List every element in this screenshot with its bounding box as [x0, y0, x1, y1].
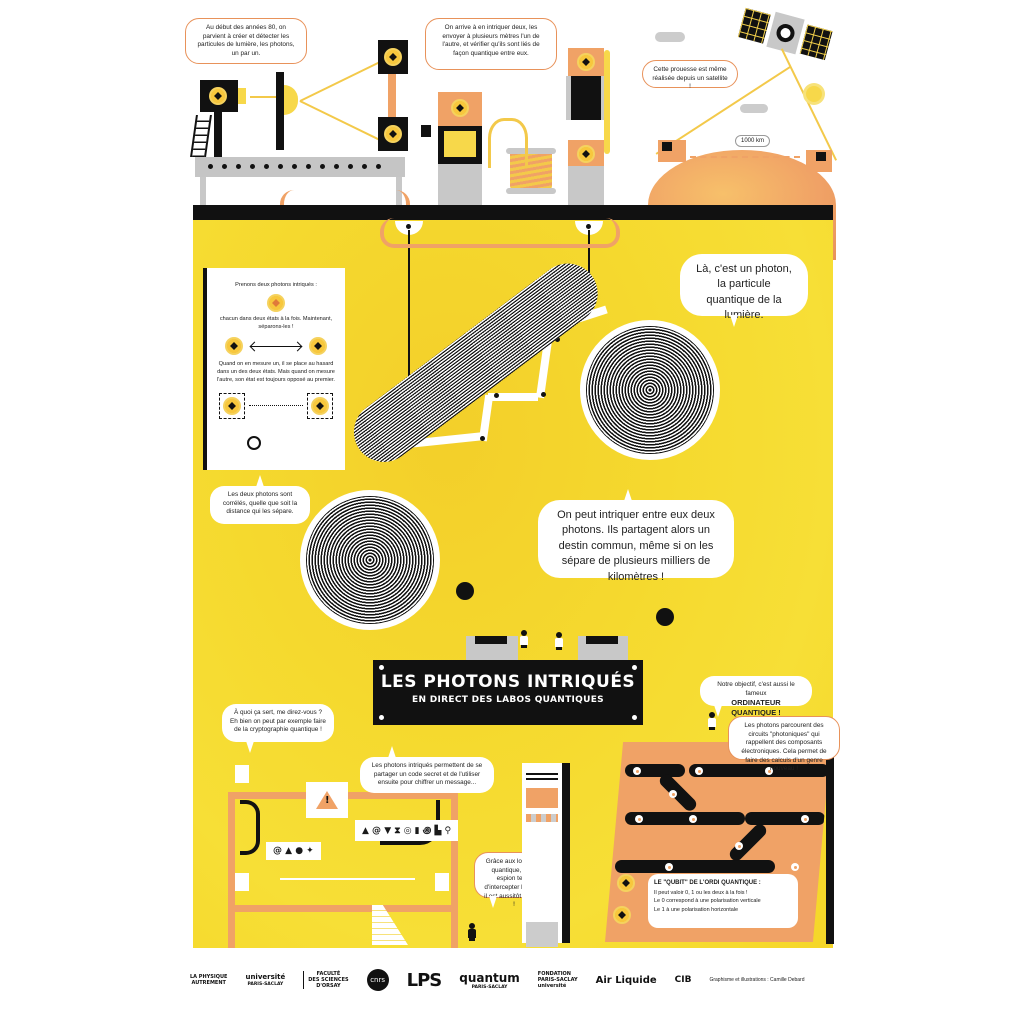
fiber-cable — [240, 800, 260, 855]
bubble-secret-code: Les photons intriqués permettent de se p… — [360, 746, 494, 793]
beam-splitter — [276, 72, 284, 150]
server-side-bar — [562, 763, 570, 943]
qubit-horizontal-icon — [613, 906, 631, 924]
computer-icon — [235, 873, 249, 891]
secret-code-long: ▲ @ ▼ ⧗ ◎ ▮ ꩜ ▙ ⚲ — [355, 820, 459, 841]
photon-dot — [695, 767, 703, 775]
bubble-entangle-two: On arrive à en intriquer deux, les envoy… — [425, 18, 557, 70]
photon-dot — [765, 767, 773, 775]
explainer-measure: Quand on en mesure un, il se place au ha… — [217, 361, 335, 384]
magnifier-icon — [247, 436, 261, 450]
photon-icon — [209, 87, 227, 105]
photon-diamond-icon — [309, 337, 327, 356]
photon-icon — [384, 125, 402, 143]
computer-icon — [435, 873, 449, 891]
scientist-figure — [520, 630, 528, 648]
computer-icon — [235, 765, 249, 783]
poster-subtitle: EN DIRECT DES LABOS QUANTIQUES — [412, 695, 604, 705]
qubit-card: LE "QUBIT" DE L'ORDI QUANTIQUE : Il peut… — [648, 874, 798, 928]
photon-dot — [633, 767, 641, 775]
optical-bench — [195, 157, 405, 177]
spy-warning-card: ! — [306, 782, 348, 818]
server-rack — [522, 763, 562, 947]
ladder-icon — [190, 115, 212, 157]
lab-floor-bar — [193, 205, 833, 221]
photon-dot — [635, 815, 643, 823]
spy-figure — [468, 923, 476, 941]
warning-icon: ! — [316, 791, 338, 809]
photon-link-line — [280, 878, 415, 880]
poster-title: LES PHOTONS INTRIQUÉS — [380, 672, 636, 692]
bubble-crypto-question: À quoi ça sert, me direz-vous ? Eh bien … — [222, 704, 334, 753]
circuit-side-bar — [826, 748, 834, 944]
scientist-figure — [555, 632, 563, 650]
measure-frame-up — [219, 392, 245, 419]
photon-dot — [791, 863, 799, 871]
photon-icon — [384, 48, 402, 66]
cloud-icon — [740, 104, 768, 113]
photon-icon — [577, 53, 595, 71]
explainer-intro: Prenons deux photons intriqués : — [235, 282, 317, 288]
bubble-correlated: Les deux photons sont corrélés, quelle q… — [210, 475, 310, 524]
bubble-quantum-goal: Notre objectif, c'est aussi le fameux OR… — [700, 676, 812, 717]
double-arrow-icon — [251, 345, 301, 347]
measure-frame-down — [307, 392, 333, 419]
antenna-dish-icon — [656, 608, 674, 626]
scientist-figure — [708, 712, 716, 730]
qubit-line: Il peut valoir 0, 1 ou les deux à la foi… — [654, 889, 748, 896]
photon-diamond-icon — [225, 337, 243, 356]
photon-icon — [451, 99, 469, 117]
illustration-credit: Graphisme et illustrations : Camille Deb… — [709, 977, 805, 983]
photon-vortex-bottom — [300, 490, 440, 630]
bubble-satellite: Cette prouesse est même réalisée depuis … — [642, 60, 738, 90]
distance-line — [690, 156, 800, 158]
connector-icon — [421, 125, 431, 137]
logo-air-liquide: Air Liquide — [595, 974, 657, 986]
qubit-vertical-icon — [617, 874, 635, 892]
bubble-single-photons: Au début des années 80, on parvient à cr… — [185, 18, 307, 64]
photonic-circuit — [605, 742, 831, 942]
qubit-line: Le 0 correspond à une polarisation verti… — [654, 898, 761, 905]
photon-dot — [689, 815, 697, 823]
logo-lps: LPS — [406, 969, 443, 991]
photon-dot — [801, 815, 809, 823]
photon-dot — [665, 863, 673, 871]
bubble-entangle: On peut intriquer entre eux deux photons… — [538, 489, 734, 583]
secret-code-short: @ ▲ ● ✦ — [266, 842, 321, 860]
cloud-icon — [655, 32, 685, 42]
photon-dot — [669, 790, 677, 798]
logo-ca-cib: CIB — [674, 975, 692, 985]
logo-cnrs: cnrs — [366, 969, 389, 991]
sun-icon — [806, 86, 822, 102]
fiber-strands — [488, 118, 528, 168]
photon-up-icon — [223, 396, 241, 415]
photon-vortex-top — [580, 320, 720, 460]
bubble-photonic-circuits: Les photons parcourent des circuits "pho… — [728, 716, 840, 772]
distance-label: 1000 km — [735, 135, 771, 147]
photon-icon — [577, 145, 595, 163]
entangled-photon-icon — [267, 293, 285, 312]
explainer-two-states: chacun dans deux états à la fois. Mainte… — [219, 315, 333, 330]
qubit-line: Le 1 à une polarisation horizontale — [654, 907, 739, 914]
photon-down-icon — [311, 396, 329, 415]
bubble-photon: Là, c'est un photon, la particule quanti… — [680, 254, 808, 327]
title-plate: LES PHOTONS INTRIQUÉS EN DIRECT DES LABO… — [373, 660, 643, 725]
photon-dot — [735, 842, 743, 850]
antenna-dish-icon — [456, 582, 474, 600]
qubit-title: LE "QUBIT" DE L'ORDI QUANTIQUE : — [654, 880, 761, 886]
explainer-panel: Prenons deux photons intriqués : chacun … — [203, 268, 345, 470]
